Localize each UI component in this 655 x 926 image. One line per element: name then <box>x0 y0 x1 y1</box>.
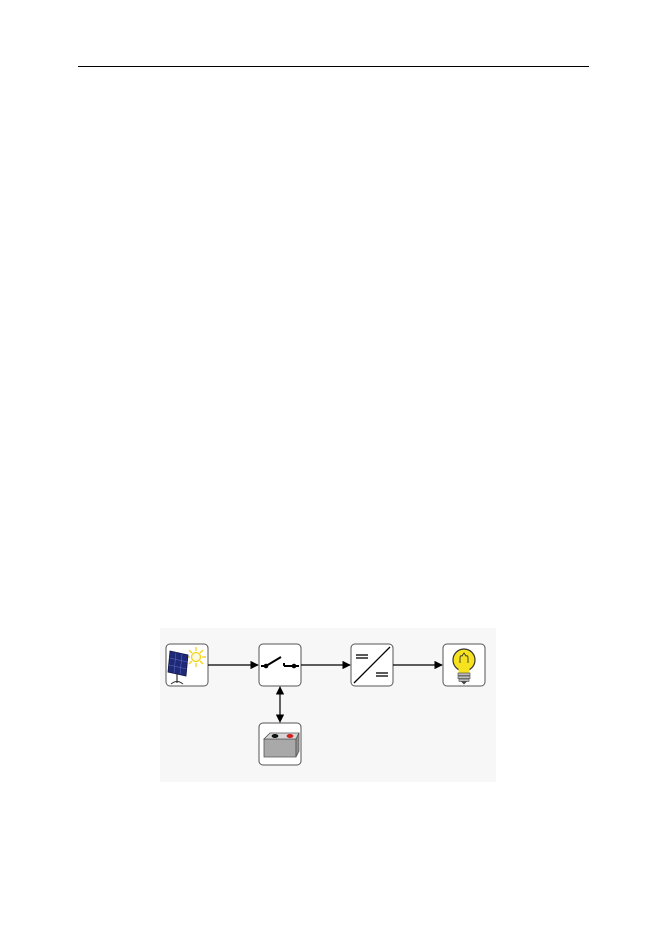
inverter-icon <box>353 646 391 684</box>
battery-block <box>258 722 302 766</box>
battery-icon <box>263 732 300 758</box>
inverter-block <box>350 643 394 687</box>
solar-panel-sun-icon <box>167 647 206 685</box>
light-bulb-icon <box>452 648 476 685</box>
switch-icon <box>261 656 299 669</box>
diagram-background <box>160 628 496 782</box>
charge-controller-block <box>258 643 302 687</box>
header-rule <box>78 66 589 67</box>
load-block <box>442 643 486 687</box>
solar-panel-block <box>165 643 209 687</box>
